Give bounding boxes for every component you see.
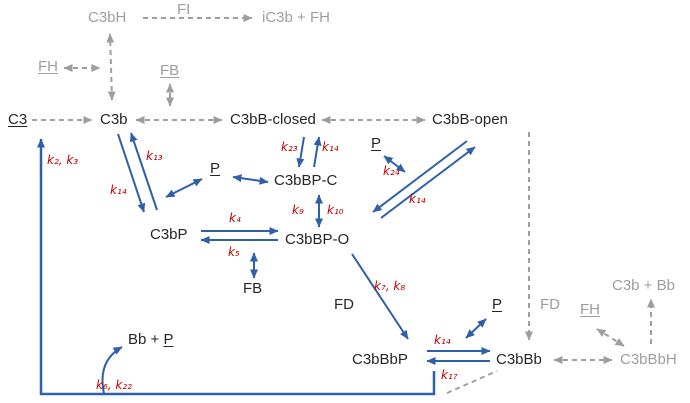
node-c3bp: C3bP <box>150 226 188 243</box>
rate-k23: k₂₃ <box>281 140 298 154</box>
node-c3bbp-c: C3bBP-C <box>274 172 338 189</box>
p-label: P <box>163 331 174 348</box>
arrow-fh-exchange-right <box>596 328 625 347</box>
node-c3b: C3b <box>100 111 128 128</box>
arrow-bb-p-release <box>101 346 123 395</box>
node-p-right: P <box>492 296 503 313</box>
arrow-c3bbopen-to-c3bbpo <box>372 140 468 213</box>
rate-k14-closed: k₁₄ <box>322 140 339 154</box>
arrow-c3bbpo-to-c3bbbp-fd <box>351 253 409 340</box>
node-fh-top: FH <box>38 58 58 75</box>
node-fh-right: FH <box>580 301 600 318</box>
node-bb-plus-p: Bb + P <box>128 332 173 348</box>
node-c3bbbh: C3bBbH <box>620 351 677 368</box>
arrow-c3bp-to-c3b <box>129 132 158 211</box>
arrow-c3bbpc-to-c3bbclosed <box>313 136 322 168</box>
node-fd-right: FD <box>540 296 560 313</box>
arrow-amplification-loop <box>37 138 436 396</box>
node-c3b-plus-bb: C3b + Bb <box>612 277 675 294</box>
arrow-p-c3bbpc-exchange <box>232 174 269 185</box>
dashed-connector-bottom-right <box>446 370 498 394</box>
node-c3bbb: C3bBb <box>496 351 542 368</box>
node-ic3b-fh: iC3b + FH <box>262 9 330 26</box>
arrow-c3bbpo-to-c3bbopen <box>380 146 476 219</box>
rate-k14-c3bp: k₁₄ <box>110 183 127 197</box>
node-c3bh: C3bH <box>88 9 127 26</box>
rate-k10: k₁₀ <box>327 203 344 217</box>
rate-k17: k₁₇ <box>441 368 458 382</box>
arrow-c3b-c3bh <box>106 33 116 101</box>
rate-k5: k₅ <box>228 245 240 259</box>
node-c3bb-open: C3bB-open <box>432 111 508 128</box>
arrow-p-c3bbopen-exchange <box>383 155 406 173</box>
arrow-p-c3bp-exchange <box>165 178 203 198</box>
rate-k14-open: k₁₄ <box>409 192 426 206</box>
rate-k4: k₄ <box>229 211 241 225</box>
node-c3bbp-o: C3bBP-O <box>285 231 350 248</box>
rate-k24: k₂₄ <box>383 164 400 178</box>
node-fb-top: FB <box>160 62 180 79</box>
rate-k7-k8: k₇, k₈ <box>374 279 406 293</box>
node-c3: C3 <box>8 111 28 128</box>
node-fi: FI <box>177 1 191 18</box>
node-c3bbbp: C3bBbP <box>352 351 408 368</box>
node-fd-left: FD <box>334 296 354 313</box>
rate-k6-k22: k₆, k₂₂ <box>96 378 132 392</box>
arrow-p-c3bbb-exchange <box>465 318 487 339</box>
rate-k2-k3: k₂, k₃ <box>47 153 79 167</box>
rate-k13: k₁₃ <box>146 149 163 163</box>
arrow-c3bbclosed-to-c3bbpc <box>296 136 305 168</box>
node-fb: FB <box>243 280 263 297</box>
rate-k14-c3bbbp: k₁₄ <box>434 333 451 347</box>
node-p-left: P <box>210 160 221 177</box>
node-p-mid: P <box>371 135 382 152</box>
bb-plus-label: Bb + <box>128 331 164 348</box>
arrow-c3b-to-c3bp <box>117 133 146 213</box>
rate-k9: k₉ <box>292 203 304 217</box>
node-c3bb-closed: C3bB-closed <box>230 111 316 128</box>
